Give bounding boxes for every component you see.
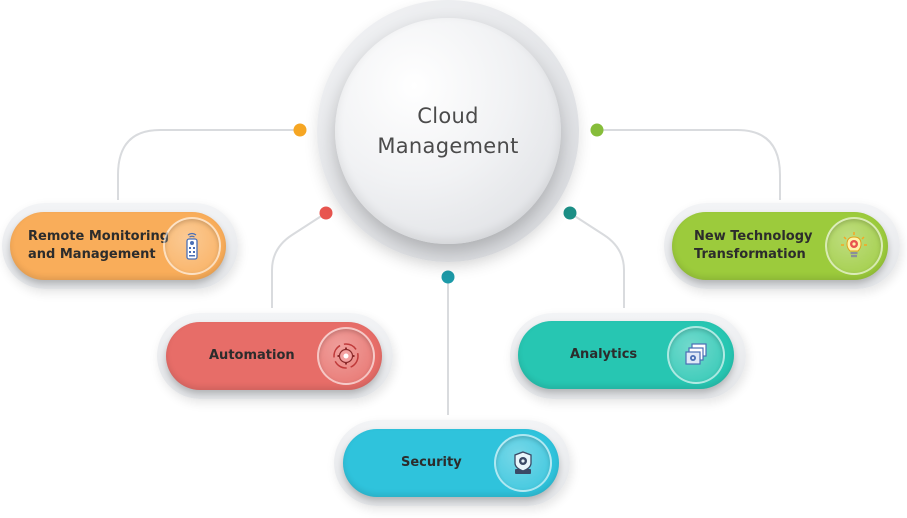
connector-dot-remote bbox=[293, 123, 307, 137]
remote-control-icon bbox=[163, 217, 221, 275]
connector-dot-security bbox=[441, 270, 455, 284]
node-label-automation: Automation bbox=[209, 348, 295, 363]
hub-title: Cloud Management bbox=[377, 104, 519, 158]
stacked-windows-icon bbox=[667, 326, 725, 384]
connector-dot-automation bbox=[319, 206, 333, 220]
lightbulb-gear-icon bbox=[825, 217, 883, 275]
node-label-newtech: New Technology Transformation bbox=[694, 229, 813, 262]
node-label-analytics: Analytics bbox=[570, 347, 638, 362]
connector-line-automation bbox=[271, 212, 327, 308]
secure-gear-icon bbox=[494, 434, 552, 492]
gear-cycle-icon bbox=[317, 327, 375, 385]
connector-line-newtech bbox=[597, 129, 781, 200]
connector-line-remote bbox=[117, 129, 300, 200]
connector-dot-newtech bbox=[590, 123, 604, 137]
node-security[interactable]: Security bbox=[343, 429, 559, 497]
hub-circle: Cloud Management bbox=[335, 18, 561, 244]
node-analytics[interactable]: Analytics bbox=[518, 321, 734, 389]
node-label-remote: Remote Monitoring and Management bbox=[28, 229, 170, 262]
node-remote-monitoring[interactable]: Remote Monitoring and Management bbox=[10, 212, 226, 280]
connector-dot-analytics bbox=[563, 206, 577, 220]
node-label-security: Security bbox=[401, 455, 462, 470]
node-automation[interactable]: Automation bbox=[166, 322, 382, 390]
connector-line-analytics bbox=[569, 212, 625, 308]
node-new-technology[interactable]: New Technology Transformation bbox=[672, 212, 888, 280]
